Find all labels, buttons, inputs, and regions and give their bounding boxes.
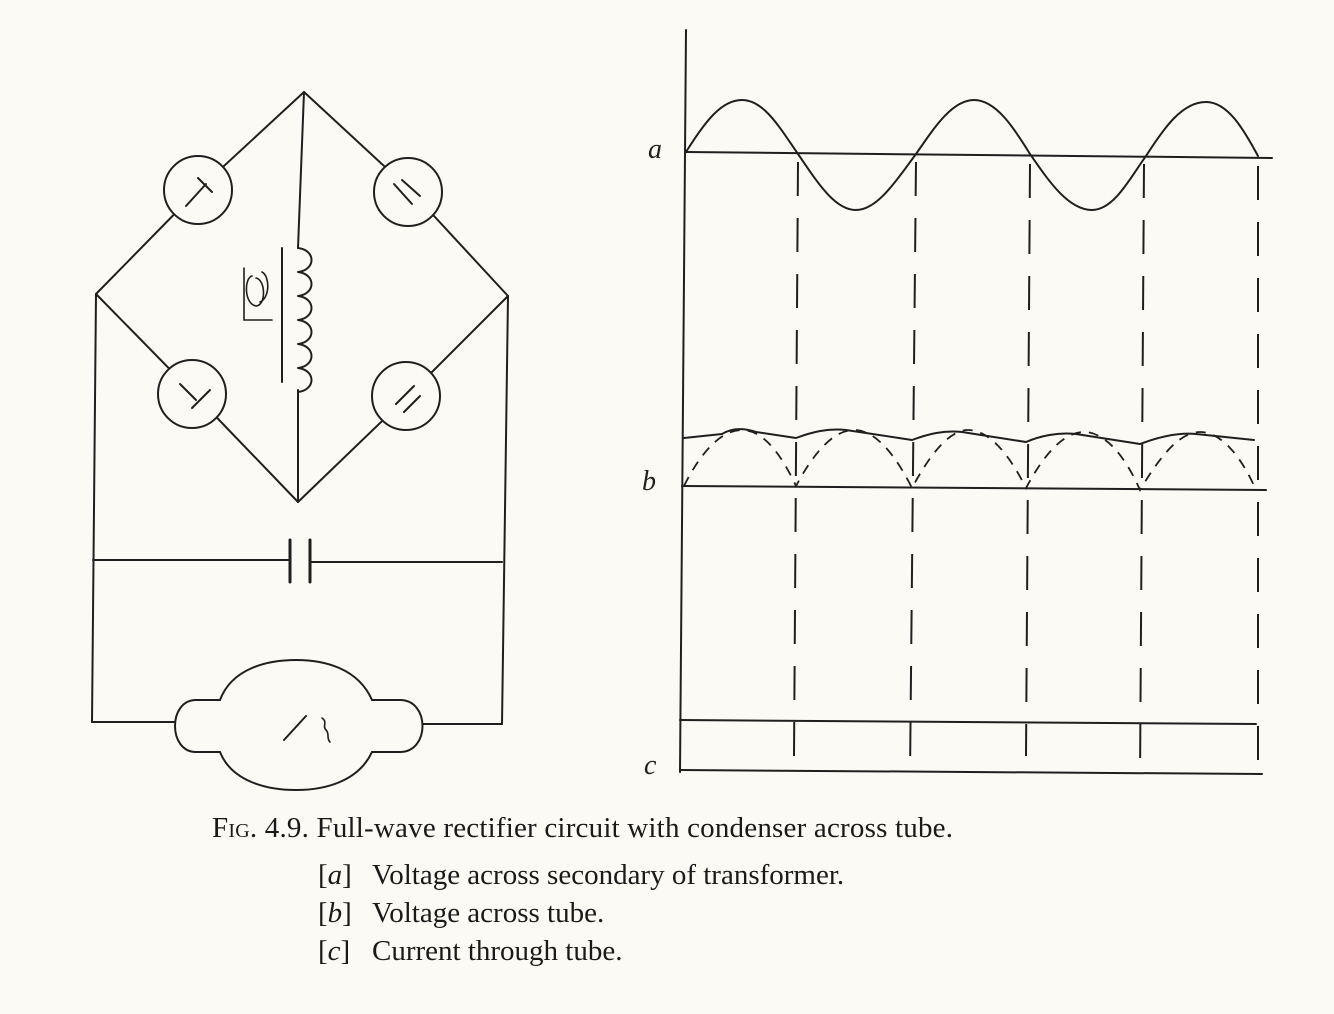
baseline-c	[679, 769, 1263, 775]
figure-caption: Fig. 4.9. Full-wave rectifier circuit wi…	[212, 808, 1212, 970]
waveform-label-a: a	[648, 134, 662, 165]
baseline-a	[685, 151, 1273, 159]
figure-prefix: Fig.	[212, 812, 258, 844]
figure-title: Full-wave rectifier circuit with condens…	[316, 812, 954, 844]
caption-legend: [a]Voltage across secondary of transform…	[318, 856, 1212, 970]
condenser	[92, 538, 503, 584]
period-markers	[793, 161, 1259, 781]
legend-item-c: [c]Current through tube.	[318, 935, 623, 967]
legend-text-a: Voltage across secondary of transformer.	[372, 859, 845, 891]
legend-item-a: [a]Voltage across secondary of transform…	[318, 859, 845, 891]
rectified-halfwaves-b	[683, 429, 1257, 492]
smoothed-voltage-b	[683, 428, 1255, 445]
caption-title: Fig. 4.9. Full-wave rectifier circuit wi…	[212, 808, 1212, 848]
rectifier-tube-bottom-left	[157, 359, 227, 429]
waveform-label-c: c	[644, 750, 657, 781]
x-ray-tube	[91, 658, 503, 792]
legend-text-c: Current through tube.	[372, 935, 623, 967]
rectifier-tube-top-left	[163, 155, 233, 225]
vertical-axis	[679, 29, 687, 773]
transformer	[243, 247, 313, 393]
rectifier-tube-bottom-right	[371, 361, 441, 431]
rectifier-tube-top-right	[373, 157, 443, 227]
legend-item-b: [b]Voltage across tube.	[318, 897, 605, 929]
figure-number: 4.9.	[264, 812, 310, 844]
waveform-label-b: b	[642, 466, 656, 497]
baseline-b	[681, 485, 1267, 491]
figure-illustration: a b c	[91, 29, 1273, 792]
outer-leads	[91, 293, 509, 725]
sine-wave-a	[685, 99, 1259, 211]
current-level-c	[679, 719, 1257, 725]
rectifier-circuit	[91, 91, 509, 792]
waveform-graph: a b c	[642, 29, 1273, 781]
legend-text-b: Voltage across tube.	[372, 897, 605, 929]
